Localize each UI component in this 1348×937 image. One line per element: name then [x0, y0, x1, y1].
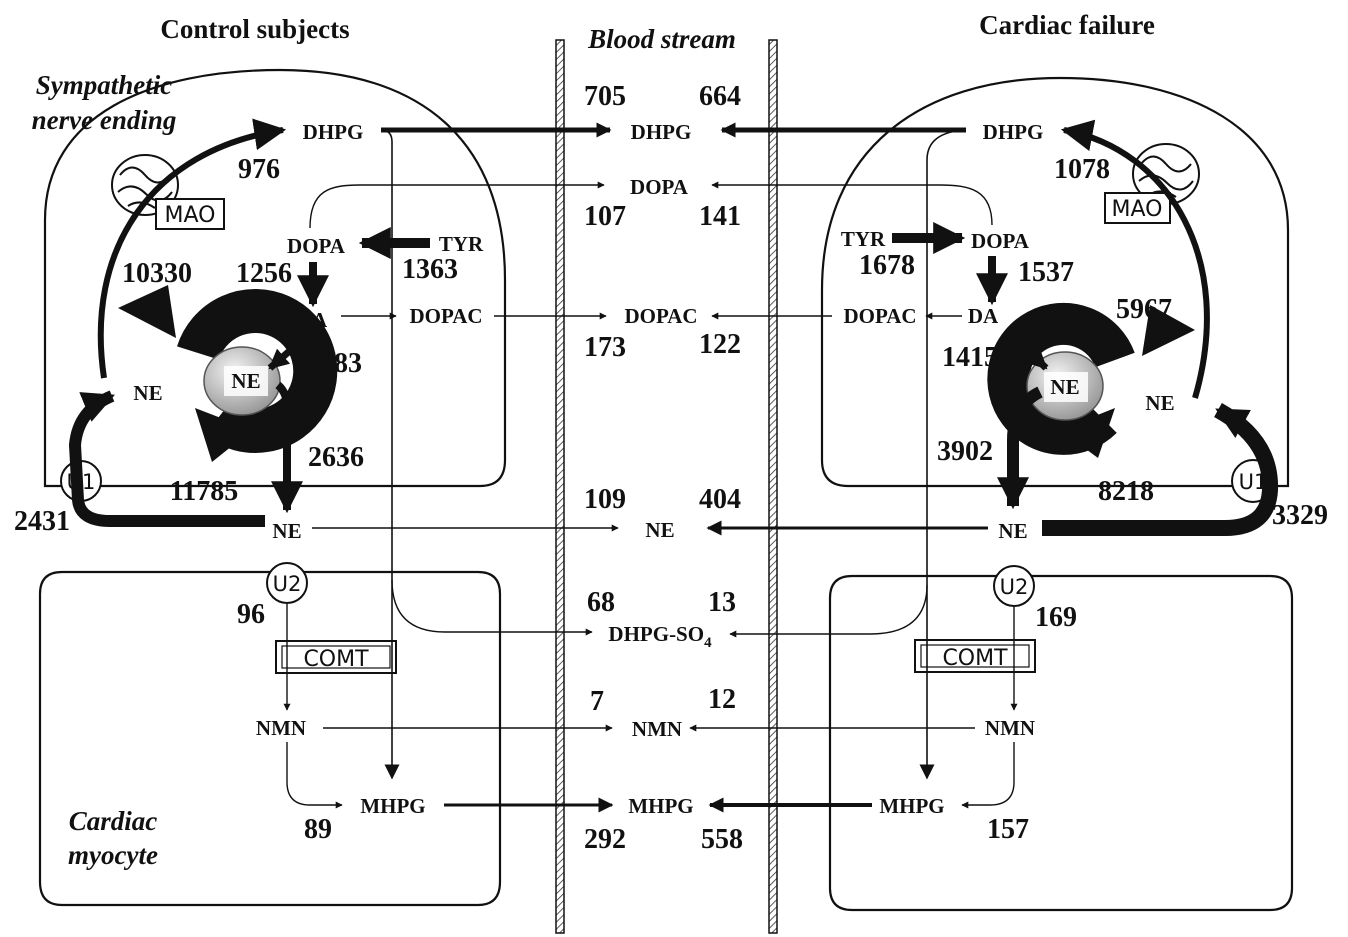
- value-blood-nmn-failure: 12: [708, 684, 736, 715]
- dopa-neuron-failure: DOPA: [971, 229, 1030, 253]
- arrow-dhpg-to-sulfate-failure: [730, 585, 927, 634]
- dopa-blood: DOPA: [630, 175, 689, 199]
- ne-synapse-control: NE: [272, 519, 301, 543]
- tyr-neuron-failure: TYR: [841, 227, 886, 251]
- value-blood-dopa-failure: 141: [699, 201, 741, 232]
- value-ne-to-dhpg-control: 10330: [122, 258, 192, 289]
- cardiac-myocyte-label-line2: myocyte: [68, 840, 158, 870]
- value-blood-dopac-failure: 122: [699, 329, 741, 360]
- value-dopa-to-da-control: 1256: [236, 258, 292, 289]
- comt-label-control: COMT: [303, 647, 369, 672]
- dhpg-neuron-failure: DHPG: [983, 120, 1044, 144]
- value-dhpg-formation-failure: 1078: [1054, 154, 1110, 185]
- dhpg-blood: DHPG: [631, 120, 692, 144]
- ne-vesicle-failure: NE: [1050, 375, 1079, 399]
- value-u2-uptake-control: 96: [237, 599, 265, 630]
- value-blood-dhpg-so4-failure: 13: [708, 587, 736, 618]
- value-blood-dopac-control: 173: [584, 332, 626, 363]
- u2-label-control: U2: [273, 572, 302, 596]
- control-subjects-title: Control subjects: [160, 14, 349, 44]
- arrow-dhpg-down-to-mhpg-control: [381, 130, 392, 778]
- ne-synapse-failure: NE: [998, 519, 1027, 543]
- value-blood-dhpg-control: 705: [584, 81, 626, 112]
- value-vesicle-release-control: 2636: [308, 442, 364, 473]
- ne-cytosol-control: NE: [133, 381, 162, 405]
- dhpg-so4-text: DHPG-SO: [608, 622, 704, 646]
- value-tyr-to-dopa-control: 1363: [402, 254, 458, 285]
- value-blood-ne-control: 109: [584, 484, 626, 515]
- mhpg-myocyte-failure: MHPG: [879, 794, 944, 818]
- value-vesicle-cycle-control: 11785: [170, 476, 238, 507]
- nmn-myocyte-control: NMN: [256, 716, 306, 740]
- mao-label-control: MAO: [165, 203, 216, 228]
- value-blood-dopa-control: 107: [584, 201, 626, 232]
- nmn-myocyte-failure: NMN: [985, 716, 1035, 740]
- blood-vessel-wall-right: [769, 40, 777, 933]
- value-vesicle-release-failure: 3902: [937, 436, 993, 467]
- mao-label-failure: MAO: [1112, 197, 1163, 222]
- value-dhpg-formation-control: 976: [238, 154, 280, 185]
- u2-label-failure: U2: [1000, 575, 1029, 599]
- blood-stream-title: Blood stream: [587, 24, 736, 54]
- value-blood-mhpg-failure: 558: [701, 824, 743, 855]
- nmn-blood: NMN: [632, 717, 682, 741]
- arrow-nmn-to-mhpg-failure: [962, 742, 1014, 805]
- value-da-to-vesicle-failure: 1415: [942, 342, 998, 373]
- da-neuron-failure: DA: [968, 304, 999, 328]
- cardiac-failure-title: Cardiac failure: [979, 10, 1155, 40]
- value-u2-uptake-failure: 169: [1035, 602, 1077, 633]
- ne-blood: NE: [645, 518, 674, 542]
- comt-label-failure: COMT: [942, 646, 1008, 671]
- value-vesicle-cycle-failure: 8218: [1098, 476, 1154, 507]
- tyr-neuron-control: TYR: [439, 232, 484, 256]
- value-dopa-to-da-failure: 1537: [1018, 257, 1074, 288]
- blood-vessel-wall-left: [556, 40, 564, 933]
- arrow-dopa-to-blood-failure: [712, 185, 992, 225]
- mhpg-myocyte-control: MHPG: [360, 794, 425, 818]
- da-neuron-control: DA: [297, 308, 328, 332]
- arrow-nmn-to-mhpg-control: [287, 742, 342, 805]
- cardiac-myocyte-label-line1: Cardiac: [69, 806, 158, 836]
- value-nmn-to-mhpg-failure: 157: [987, 814, 1029, 845]
- dopa-neuron-control: DOPA: [287, 234, 346, 258]
- value-u1-uptake-control: 2431: [14, 506, 70, 537]
- value-blood-ne-failure: 404: [699, 484, 741, 515]
- ne-vesicle-control: NE: [231, 369, 260, 393]
- sympathetic-nerve-label-line2: nerve ending: [32, 105, 177, 135]
- value-blood-dhpg-failure: 664: [699, 81, 741, 112]
- sympathetic-nerve-label-line1: Sympathetic: [36, 70, 173, 100]
- value-blood-mhpg-control: 292: [584, 824, 626, 855]
- value-blood-nmn-control: 7: [590, 686, 604, 717]
- dopac-neuron-control: DOPAC: [409, 304, 482, 328]
- value-ne-to-dhpg-failure: 5967: [1116, 294, 1172, 325]
- so4-subscript: 4: [704, 635, 712, 651]
- dhpg-neuron-control: DHPG: [303, 120, 364, 144]
- dopac-blood: DOPAC: [624, 304, 697, 328]
- dopac-neuron-failure: DOPAC: [843, 304, 916, 328]
- value-tyr-to-dopa-failure: 1678: [859, 250, 915, 281]
- mhpg-blood: MHPG: [628, 794, 693, 818]
- dhpg-so4-blood: DHPG-SO4: [608, 622, 712, 651]
- value-da-to-vesicle-control: 1083: [306, 348, 362, 379]
- value-nmn-to-mhpg-control: 89: [304, 814, 332, 845]
- value-u1-uptake-failure: 3329: [1272, 500, 1328, 531]
- value-blood-dhpg-so4-control: 68: [587, 587, 615, 618]
- ne-cytosol-failure: NE: [1145, 391, 1174, 415]
